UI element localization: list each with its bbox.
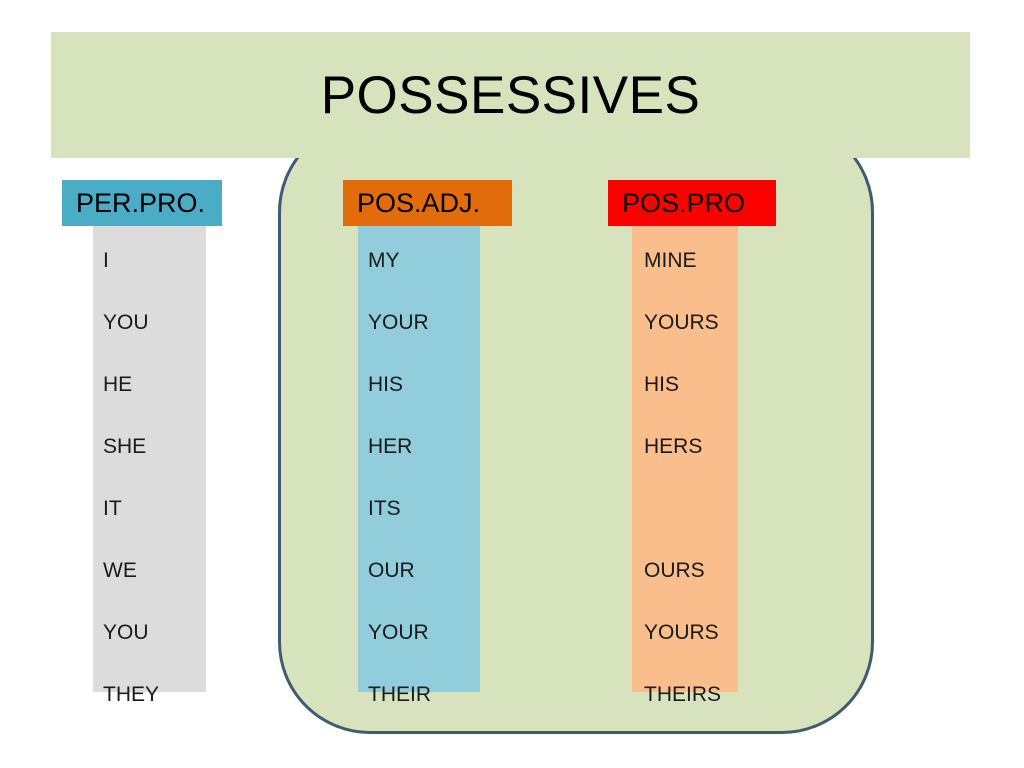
list-item: HE <box>103 373 133 396</box>
list-item: HER <box>368 435 413 458</box>
column-body-per-pro: I YOU HE SHE IT WE YOU THEY <box>93 226 206 706</box>
list-item: OUR <box>368 559 415 582</box>
column-body-pos-adj: MY YOUR HIS HER ITS OUR YOUR THEIR <box>358 226 480 706</box>
list-item: SHE <box>103 435 147 458</box>
list-item: YOU <box>103 311 149 334</box>
list-item: OURS <box>644 559 705 582</box>
list-item: YOU <box>103 621 149 644</box>
list-item: YOUR <box>368 311 429 334</box>
list-item: HERS <box>644 435 703 458</box>
column-body-pos-pro: MINE YOURS HIS HERS OURS YOURS THEIRS <box>632 226 738 706</box>
list-item: THEIRS <box>644 683 722 706</box>
list-item: ITS <box>368 497 401 520</box>
title-banner: POSSESSIVES <box>51 32 970 158</box>
column-header-per-pro: PER.PRO. <box>62 180 222 226</box>
list-item: WE <box>103 559 137 582</box>
list-item: YOURS <box>644 621 719 644</box>
list-item: HIS <box>368 373 404 396</box>
list-item: YOUR <box>368 621 429 644</box>
list-item: THEIR <box>368 683 431 706</box>
list-item: IT <box>103 497 122 520</box>
page-title: POSSESSIVES <box>320 65 701 125</box>
column-header-pos-adj: POS.ADJ. <box>343 180 512 226</box>
list-item: MINE <box>644 249 697 272</box>
list-item-empty <box>632 478 738 540</box>
list-item: YOURS <box>644 311 719 334</box>
list-item: HIS <box>644 373 680 396</box>
list-item: I <box>103 249 109 272</box>
list-item: MY <box>368 249 400 272</box>
list-item: THEY <box>103 683 160 706</box>
column-header-pos-pro: POS.PRO <box>608 180 776 226</box>
